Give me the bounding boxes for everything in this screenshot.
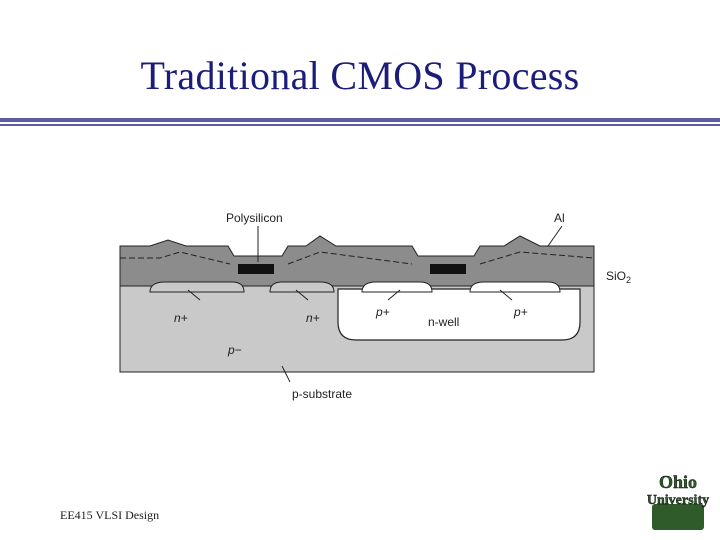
ohio-university-logo: Ohio University [647,472,709,530]
metal-interface-line [120,251,595,265]
p-substrate-leader [281,365,291,383]
sio2-label: SiO2 [606,269,631,285]
p-plus-diffusion-right [469,281,561,293]
logo-line2: University [647,493,709,508]
n-plus-left-leader [187,289,201,301]
slide-title: Traditional CMOS Process [140,53,580,98]
p-plus-left-label: p+ [375,305,390,319]
polysilicon-label: Polysilicon [226,211,283,225]
polysilicon-gate-nmos [238,264,274,274]
n-well-label: n-well [428,315,459,329]
p-plus-right-leader [499,289,513,301]
al-label: Al [554,211,565,225]
footer-course-title: EE415 VLSI Design [60,508,160,522]
p-minus-label: p− [227,343,242,357]
logo-seal-icon [652,504,704,530]
p-plus-left-leader [387,289,401,301]
title-underline-thin [0,124,720,126]
sio2-al-layer [119,235,595,287]
n-plus-diffusion-left [149,281,245,293]
p-plus-right-label: p+ [513,305,528,319]
n-plus-right-leader [295,289,309,301]
n-plus-diffusion-right [269,281,335,293]
p-plus-diffusion-left [361,281,433,293]
polysilicon-gate-pmos [430,264,466,274]
n-plus-right-label: n+ [306,311,320,325]
n-plus-left-label: n+ [174,311,188,325]
p-substrate-label: p-substrate [292,387,352,401]
al-leader [547,225,563,247]
n-well-region [337,288,581,341]
title-underline-thick [0,118,720,122]
logo-line1: Ohio [659,472,697,492]
